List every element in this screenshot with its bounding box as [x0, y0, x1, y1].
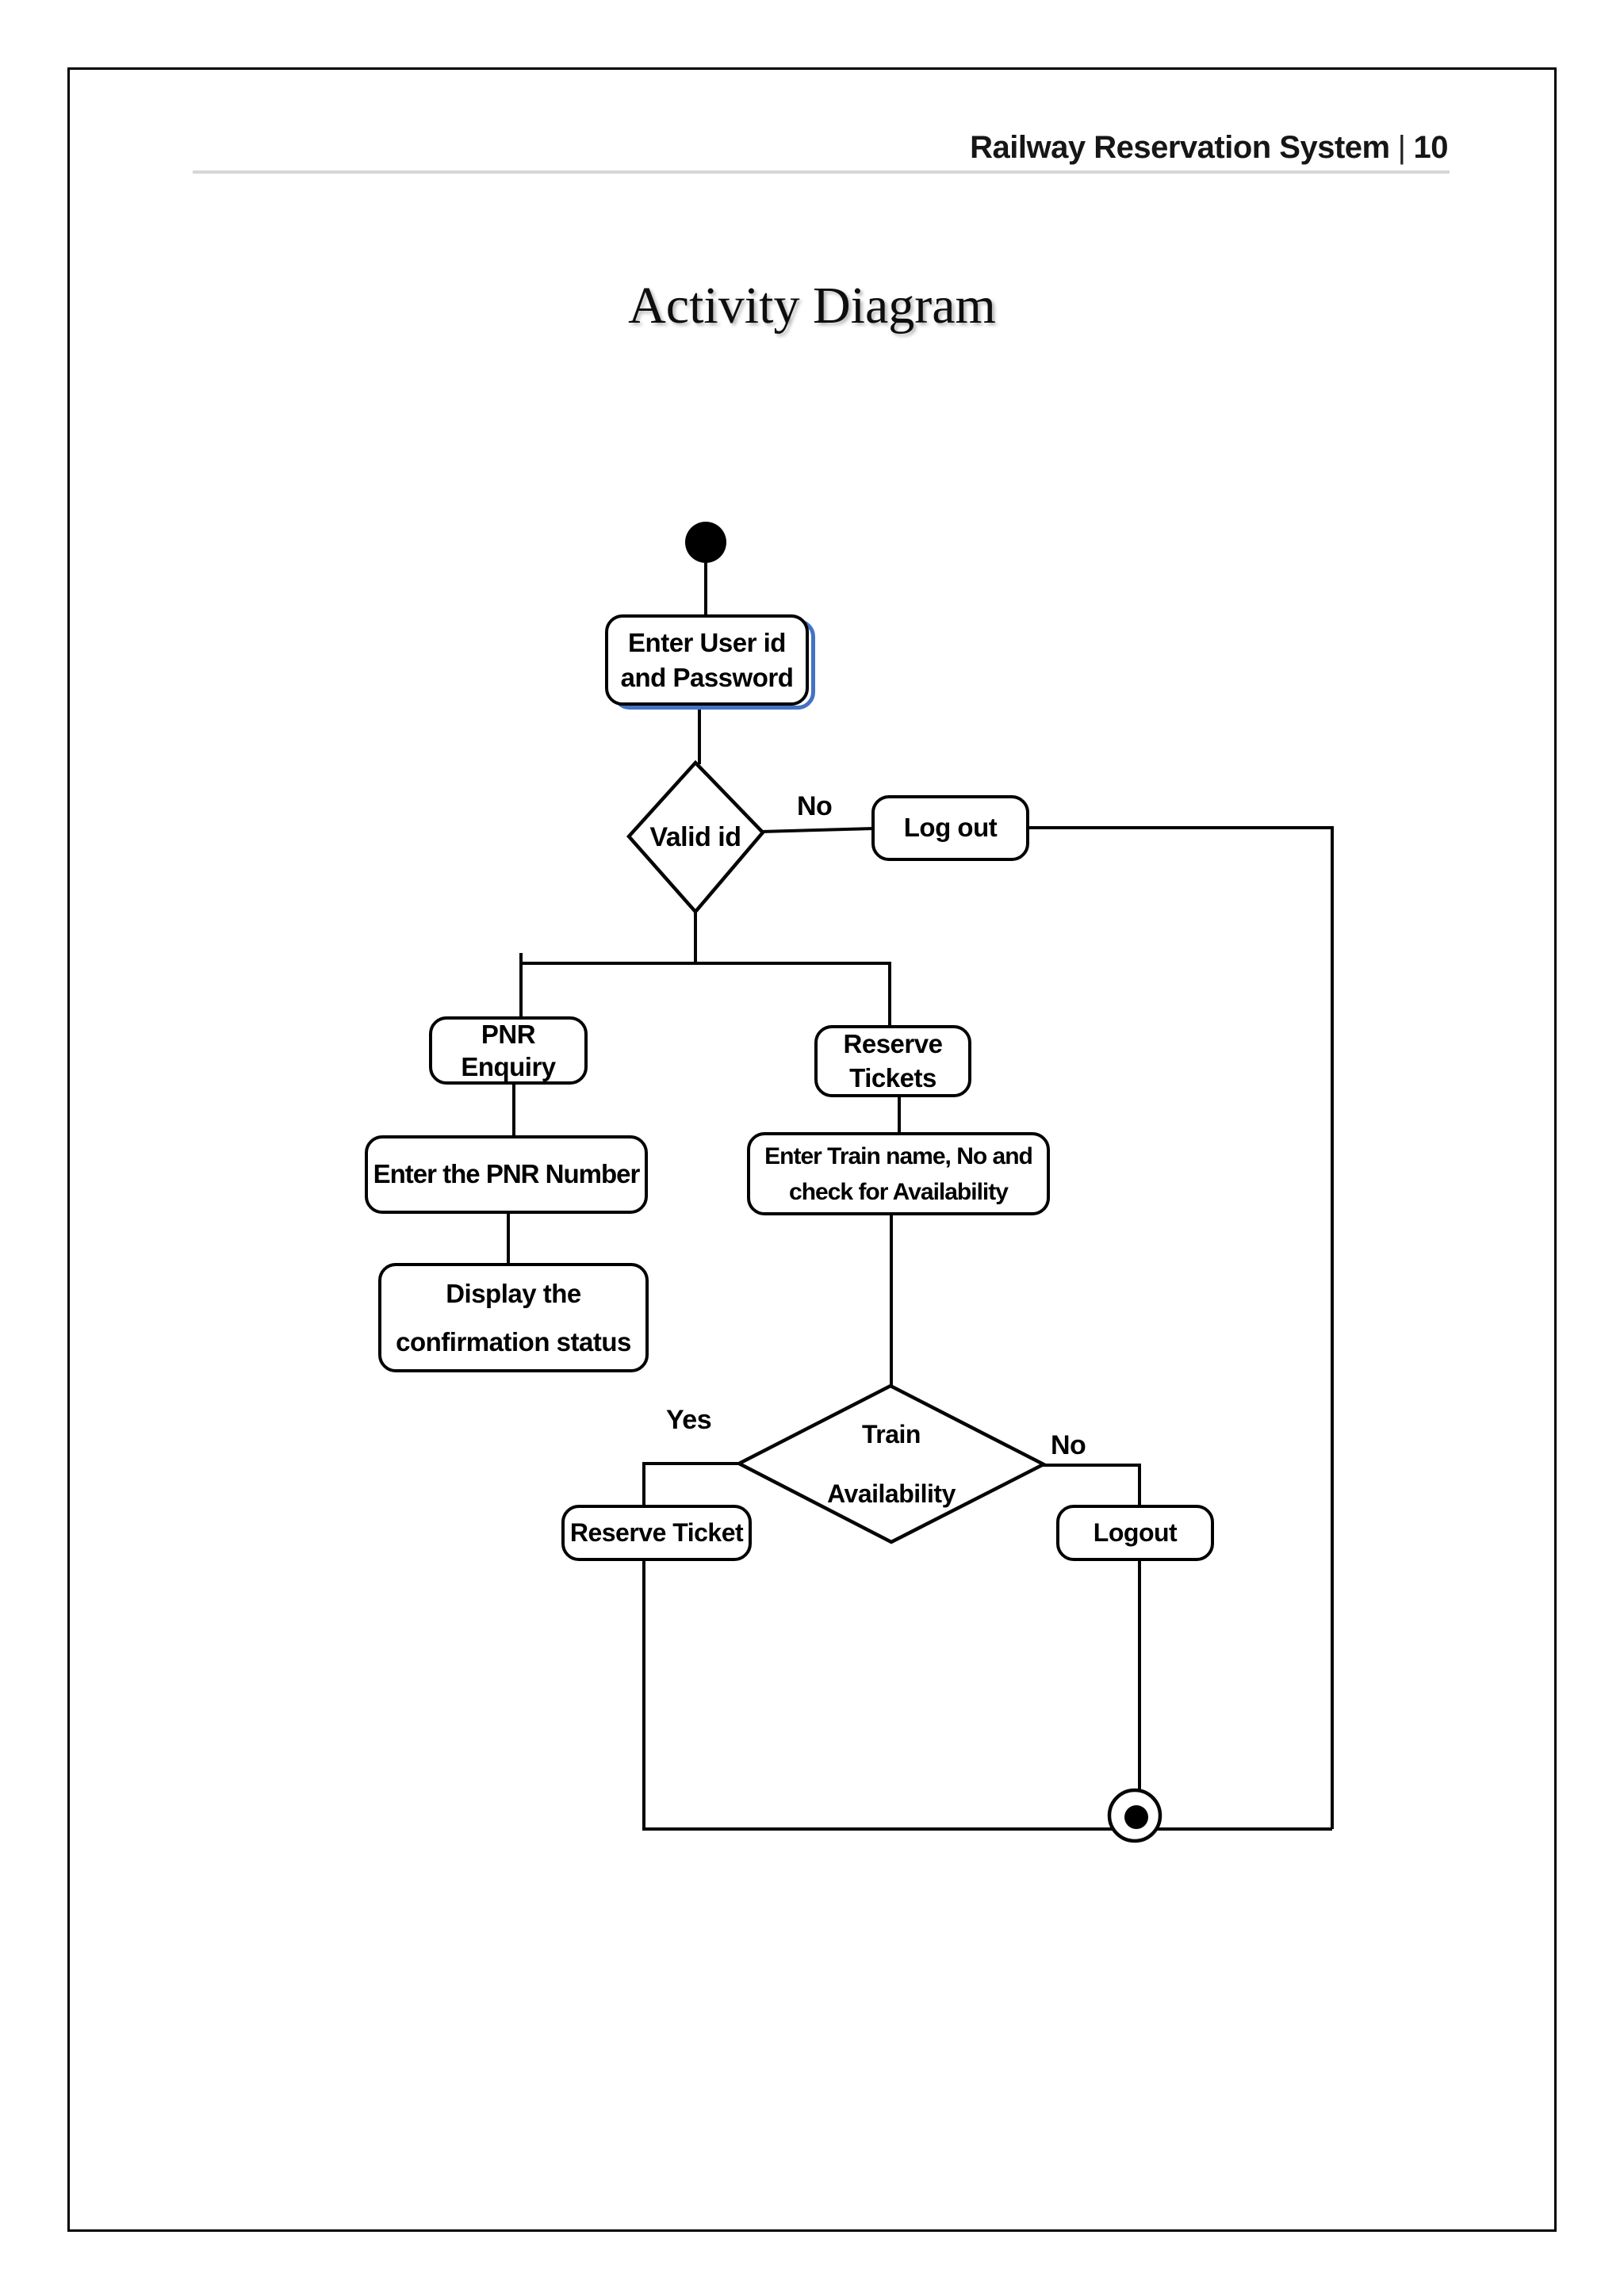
end-node-inner — [1124, 1805, 1148, 1829]
page-title: Activity Diagram — [628, 277, 996, 335]
node-reserve-tickets: Reserve Tickets — [814, 1025, 971, 1097]
header-separator: | — [1397, 130, 1406, 165]
edge-reserve-ticket-to-end — [642, 1559, 1332, 1831]
header-document-title: Railway Reservation System — [970, 130, 1390, 165]
node-enter-train-details: Enter Train name, No and check for Avail… — [747, 1132, 1050, 1215]
node-reserve-ticket: Reserve Ticket — [561, 1505, 752, 1561]
node-log-out: Log out — [871, 795, 1029, 861]
node-logout: Logout — [1056, 1505, 1214, 1561]
train-availability-diamond — [735, 1383, 1048, 1544]
valid-id-label: Valid id — [649, 821, 741, 852]
edge-label-no-valid-id: No — [797, 791, 833, 821]
edge-label-yes-availability: Yes — [666, 1405, 712, 1435]
header-underline — [193, 170, 1450, 174]
edge-label-no-availability: No — [1051, 1430, 1086, 1460]
train-availability-label: Train Availability — [827, 1419, 956, 1508]
node-display-confirmation-status: Display the confirmation status — [378, 1263, 649, 1372]
edge-availability-no-to-logout — [1042, 1464, 1141, 1506]
page-header: Railway Reservation System|10 — [193, 130, 1448, 166]
header-page-number: 10 — [1413, 130, 1449, 165]
edge-logout-to-end-right-rail — [1028, 826, 1334, 1829]
node-enter-pnr-number: Enter the PNR Number — [365, 1135, 648, 1214]
node-enter-user-password: Enter User id and Password — [605, 614, 809, 706]
valid-id-diamond — [626, 760, 766, 915]
start-node — [685, 522, 726, 563]
edge-valid-id-no-to-logout — [760, 827, 875, 833]
edge-availability-yes-to-reserve-ticket — [642, 1462, 741, 1506]
node-pnr-enquiry: PNR Enquiry — [429, 1016, 588, 1085]
